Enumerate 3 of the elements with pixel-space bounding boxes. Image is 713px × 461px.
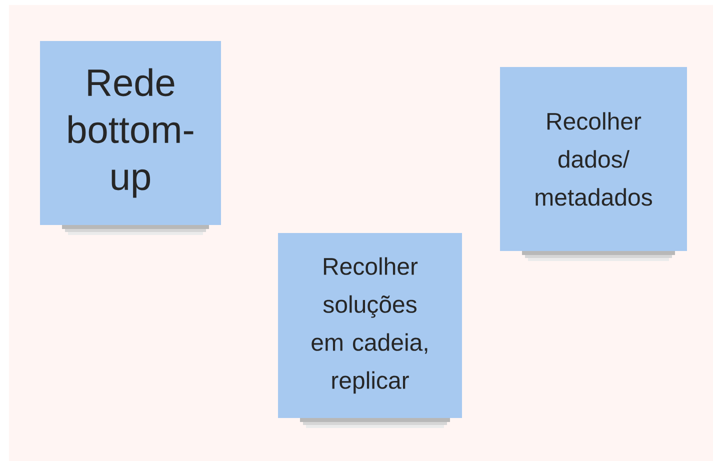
sticky-note: Recolher dados/ metadados [500, 67, 687, 261]
sticky-note: Rede bottom-up [40, 41, 221, 235]
sticky-note: Recolher soluções em cadeia, replicar [278, 233, 462, 428]
